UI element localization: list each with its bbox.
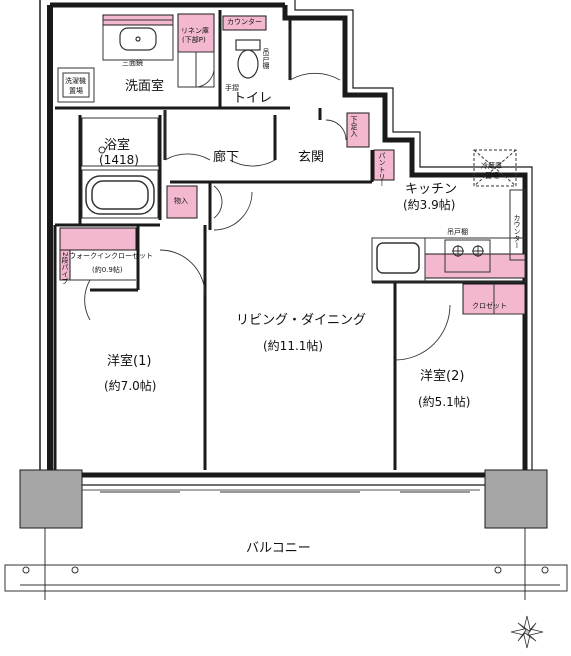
room-area-western2: (約5.1帖) <box>418 395 471 409</box>
stove-icon <box>444 239 491 273</box>
room-size-bath: (1418) <box>99 153 139 167</box>
compass-icon <box>510 615 544 649</box>
room-label-toilet: トイレ <box>233 91 273 106</box>
fixture-lines <box>57 19 526 315</box>
room-label-western1: 洋室(1) <box>107 354 152 369</box>
room-area-living: (約11.1帖) <box>263 339 324 353</box>
storage-closet <box>166 185 198 219</box>
shoe-box <box>346 112 370 148</box>
sink-icon <box>119 27 157 51</box>
fixture-label-walk-in-closet: ウォークインクローゼット <box>69 252 153 260</box>
balcony-structure <box>4 525 568 600</box>
fixture-label-kitchen-shelf: 吊戸棚 <box>447 228 468 236</box>
toilet-counter <box>222 15 267 31</box>
fixture-label-toilet-shelf: 吊戸棚 <box>262 48 270 69</box>
fixture-label-mirror: 三面鏡 <box>122 59 143 67</box>
fixture-label-washer-2: 置場 <box>69 87 83 95</box>
room-label-washroom: 洗面室 <box>125 79 165 94</box>
exterior-walls <box>39 0 533 491</box>
column-right <box>484 469 548 529</box>
pantry-storage <box>373 149 395 181</box>
room-label-hallway: 廊下 <box>213 150 240 165</box>
fixture-label-linen-2: (下部P) <box>182 36 206 44</box>
fixture-label-washer-1: 洗濯機 <box>65 77 86 85</box>
walk-in-closet-shelf <box>59 227 137 251</box>
door-swing-icon <box>84 30 451 361</box>
toilet-icon <box>235 39 261 79</box>
fixture-label-fridge-1: 冷蔵庫 <box>481 162 502 170</box>
sink-icon <box>376 242 420 274</box>
linen-storage <box>177 13 215 53</box>
drain-icon <box>22 566 549 574</box>
fixture-label-storage: 物入 <box>174 197 188 205</box>
fixture-label-fridge-2: 置場 <box>485 172 499 180</box>
room-label-kitchen: キッチン <box>405 182 458 197</box>
room-label-living: リビング・ダイニング <box>236 313 367 328</box>
room-label-western2: 洋室(2) <box>420 369 465 384</box>
fixture-label-handrail: 手摺 <box>225 84 239 92</box>
room-area-kitchen: (約3.9帖) <box>403 198 456 212</box>
drain-icon <box>98 146 106 154</box>
column-left <box>19 469 83 529</box>
room-label-bath: 浴室 <box>104 138 131 153</box>
room-label-entrance: 玄関 <box>298 150 325 165</box>
fixture-label-pantry: パントリー <box>378 152 386 187</box>
fixture-label-linen-1: リネン庫 <box>181 27 209 35</box>
columns <box>19 469 548 529</box>
fixture-label-toilet-counter: カウンター <box>227 18 262 26</box>
kitchen-counter <box>424 253 526 279</box>
fixture-label-closet: クロゼット <box>472 302 507 310</box>
fixture-label-walk-in-area: (約0.9帖) <box>92 266 123 274</box>
room-area-western1: (約7.0帖) <box>104 379 157 393</box>
fixture-label-shoe-box: 下足入 <box>350 116 358 137</box>
bathtub-icon <box>85 175 155 215</box>
fixture-label-kitchen-counter: カウンター <box>513 214 521 249</box>
fixture-label-pipe: 2段パイプ <box>61 252 69 285</box>
room-label-balcony: バルコニー <box>246 541 311 556</box>
